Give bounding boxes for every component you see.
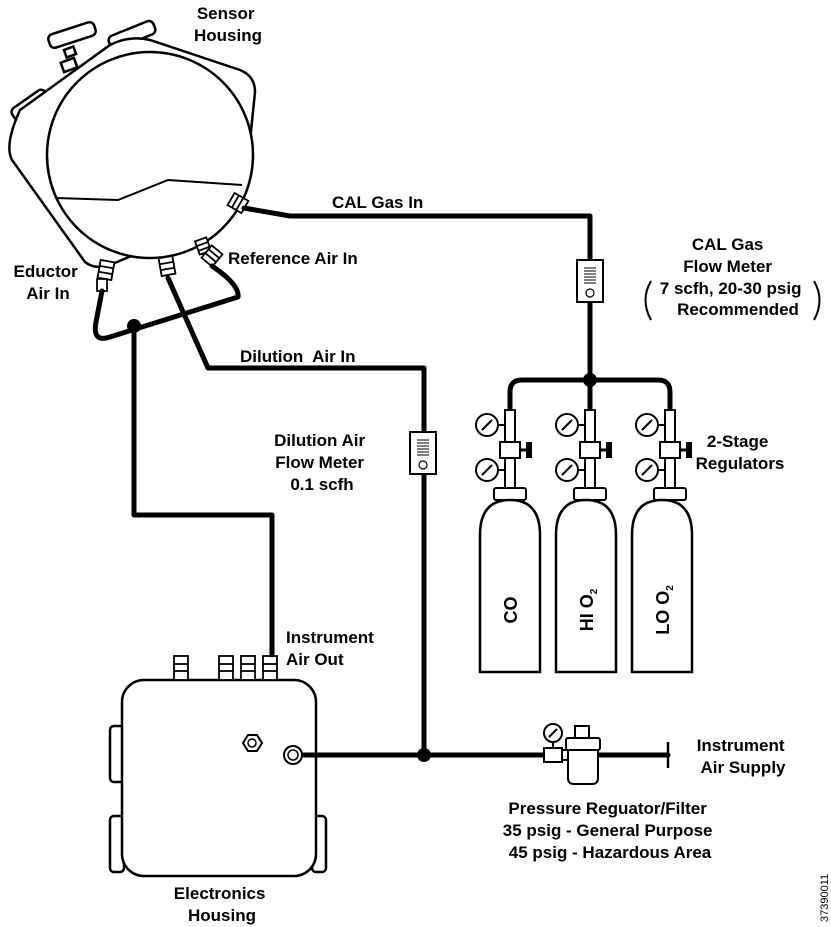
dilution-air-in-label: Dilution Air In bbox=[240, 347, 356, 366]
eductor-air-in-label: Eductor Air In bbox=[14, 262, 83, 303]
junction-dots bbox=[127, 319, 597, 762]
cylinder-hi-o2 bbox=[554, 498, 618, 674]
instrument-air-out-label: Instrument Air Out bbox=[286, 628, 379, 669]
cal-gas-in-label: CAL Gas In bbox=[332, 193, 423, 212]
regulator-lo-o2 bbox=[634, 408, 693, 502]
cylinder-lo-o2 bbox=[630, 498, 694, 674]
pressure-regulator-label: Pressure Reguator/Filter 35 psig - Gener… bbox=[503, 799, 717, 862]
dilution-air-flow-meter-label: Dilution Air Flow Meter 0.1 scfh bbox=[274, 431, 370, 494]
reference-air-in-label: Reference Air In bbox=[228, 249, 358, 268]
pressure-regulator-filter bbox=[543, 723, 601, 785]
regulator-hi-o2 bbox=[554, 408, 613, 502]
electronics-housing bbox=[108, 655, 328, 878]
dilution-air-flow-meter bbox=[409, 431, 437, 475]
figure-number: 37390011 bbox=[819, 874, 831, 922]
sensor-fittings bbox=[96, 191, 250, 292]
cylinder-label-co: CO bbox=[501, 597, 521, 624]
sensor-housing bbox=[8, 19, 257, 269]
cylinder-label-hi-o2: HI O2 bbox=[577, 588, 600, 631]
cylinder-co bbox=[478, 498, 542, 674]
svg-text:CAL Gas Flow Meter: CAL Gas Flow Meter 7 scfh, 20-30 psig Re… bbox=[660, 235, 806, 319]
cal-gas-flow-meter-label: CAL Gas Flow Meter 7 scfh, 20-30 psig Re… bbox=[644, 235, 821, 321]
cal-gas-flow-meter bbox=[576, 259, 604, 303]
two-stage-regulators-label: 2-Stage Regulators bbox=[696, 432, 785, 473]
regulator-co bbox=[475, 409, 532, 501]
instrument-air-supply-label: Instrument Air Supply bbox=[697, 736, 790, 777]
electronics-housing-label: Electronics Housing bbox=[174, 884, 270, 925]
sensor-housing-label: Sensor Housing bbox=[194, 4, 262, 45]
cylinder-label-lo-o2: LO O2 bbox=[653, 585, 676, 635]
gas-cylinders bbox=[478, 498, 694, 674]
